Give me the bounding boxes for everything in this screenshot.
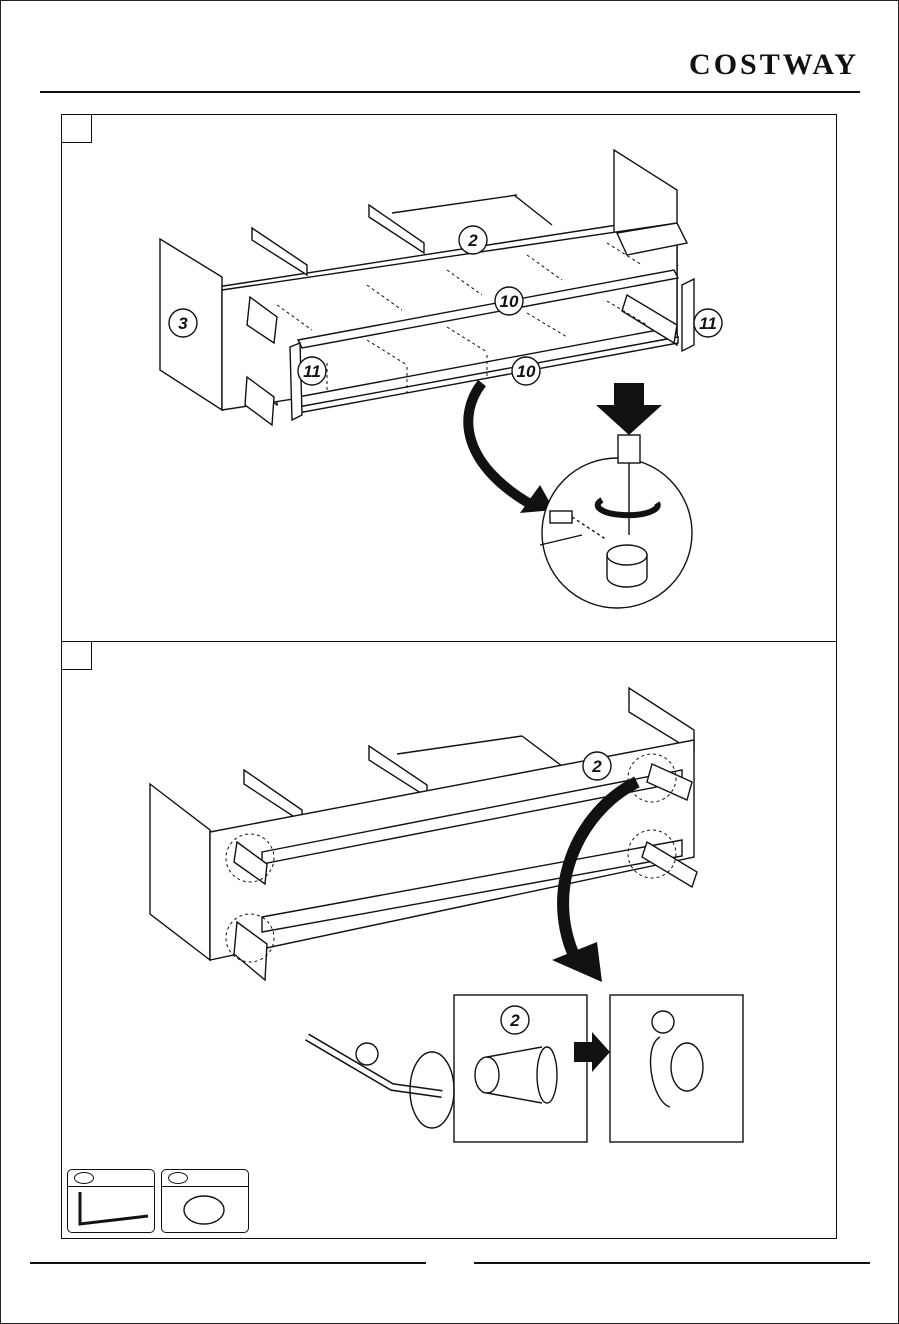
step-panel-cam-install: 2 3 10 10 11 11 (61, 114, 837, 642)
cover-cap-icon (162, 1186, 248, 1232)
tool-tab (162, 1170, 248, 1187)
step-panel-cam-lock: 2 2 (61, 641, 837, 1239)
footer-rule-right (474, 1262, 870, 1264)
callout-circle-key (356, 1043, 378, 1065)
cabinet-cam-lock-drawing: 2 2 (62, 642, 838, 1240)
callout-part-11-right: 11 (699, 314, 717, 333)
tool-box-hex-key (67, 1169, 155, 1233)
tool-tab (68, 1170, 154, 1187)
header-rule (40, 91, 860, 93)
tool-label-oval (74, 1172, 94, 1184)
tool-box-cap (161, 1169, 249, 1233)
callout-part-2: 2 (467, 231, 478, 250)
hex-key-icon (68, 1186, 154, 1232)
tool-label-oval (168, 1172, 188, 1184)
callout-circle-cap (652, 1011, 674, 1033)
footer-rule-left (30, 1262, 426, 1264)
cabinet-assembly-drawing: 2 3 10 10 11 11 (62, 115, 838, 643)
callout-part-11-left: 11 (303, 362, 321, 381)
callout-detail-part-2: 2 (509, 1011, 520, 1030)
brand-logo: COSTWAY (689, 48, 859, 82)
callout-part-3: 3 (178, 314, 188, 333)
callout-part-2: 2 (591, 757, 602, 776)
callout-part-10-top: 10 (500, 292, 519, 311)
callout-part-10-bottom: 10 (517, 362, 536, 381)
